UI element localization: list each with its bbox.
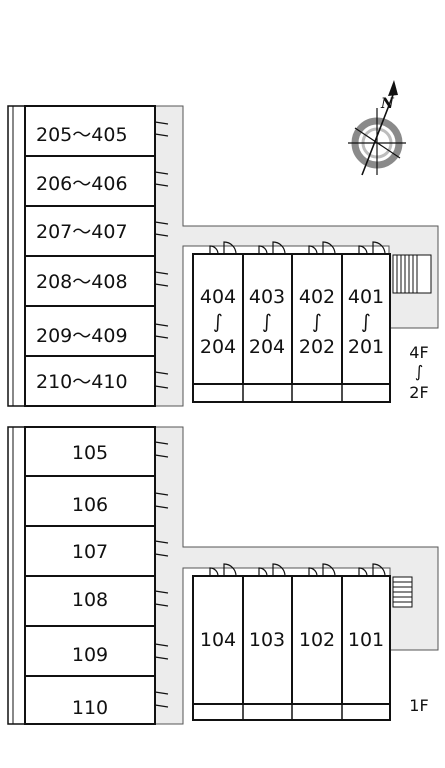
unit-108: 108: [72, 589, 108, 611]
unit-402-bottom: 202: [299, 336, 335, 358]
unit-404-bottom: 204: [200, 336, 236, 358]
ground-west-balcony: [7, 426, 26, 725]
floor-label-upper-mid: ∫: [415, 362, 423, 381]
floor-label-upper-bottom: 2F: [409, 383, 428, 402]
unit-401-mid: ∫: [361, 311, 371, 333]
unit-404-mid: ∫: [213, 311, 223, 333]
unit-402-mid: ∫: [312, 311, 322, 333]
unit-110: 110: [72, 697, 108, 719]
upper-west-units: [24, 105, 156, 407]
floor-label-ground: 1F: [409, 696, 428, 715]
unit-105: 105: [72, 442, 108, 464]
unit-403-top: 403: [249, 286, 285, 308]
unit-209-409: 209～409: [36, 325, 128, 347]
unit-103: 103: [249, 629, 285, 651]
unit-102: 102: [299, 629, 335, 651]
unit-210-410: 210～410: [36, 371, 128, 393]
upper-west-doors: [154, 121, 169, 389]
unit-205-405: 205～405: [36, 124, 128, 146]
ground-south-units: [192, 575, 391, 721]
unit-104: 104: [200, 629, 236, 651]
ground-west-doors: [154, 441, 169, 708]
upper-south-units: [192, 253, 391, 403]
unit-404-top: 404: [200, 286, 236, 308]
upper-west-balcony: [7, 105, 26, 407]
floor-label-upper-top: 4F: [409, 343, 428, 362]
ground-floor-plan: 105 106 107 108 109 110: [7, 426, 439, 725]
unit-401-bottom: 201: [348, 336, 384, 358]
unit-101: 101: [348, 629, 384, 651]
unit-401-top: 401: [348, 286, 384, 308]
ground-west-units: [24, 426, 156, 725]
unit-208-408: 208～408: [36, 271, 128, 293]
compass-north-letter: N: [380, 96, 395, 112]
upper-floor-plan: 205～405 206～406 207～407 208～408 209～409 …: [7, 105, 439, 407]
unit-107: 107: [72, 541, 108, 563]
unit-109: 109: [72, 644, 108, 666]
unit-403-mid: ∫: [262, 311, 272, 333]
unit-207-407: 207～407: [36, 221, 128, 243]
upper-south-doors: [209, 241, 386, 255]
unit-402-top: 402: [299, 286, 335, 308]
unit-106: 106: [72, 494, 108, 516]
upper-staircase: [392, 254, 432, 294]
ground-staircase: [392, 576, 413, 608]
ground-south-doors: [209, 563, 386, 577]
unit-206-406: 206～406: [36, 173, 128, 195]
unit-403-bottom: 204: [249, 336, 285, 358]
compass-icon: [348, 80, 406, 176]
